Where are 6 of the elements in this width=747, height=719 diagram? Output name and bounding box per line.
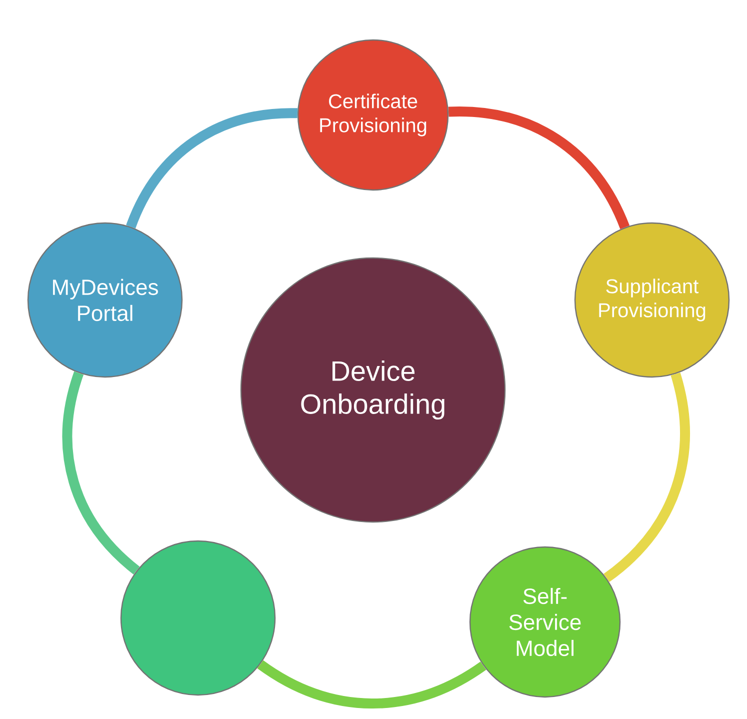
ring-connector [448,106,630,230]
ring-connector [126,108,298,229]
ring-connector [603,372,690,582]
ring-connector [62,372,140,574]
process-circle [120,540,276,696]
ring-connector [257,660,486,708]
